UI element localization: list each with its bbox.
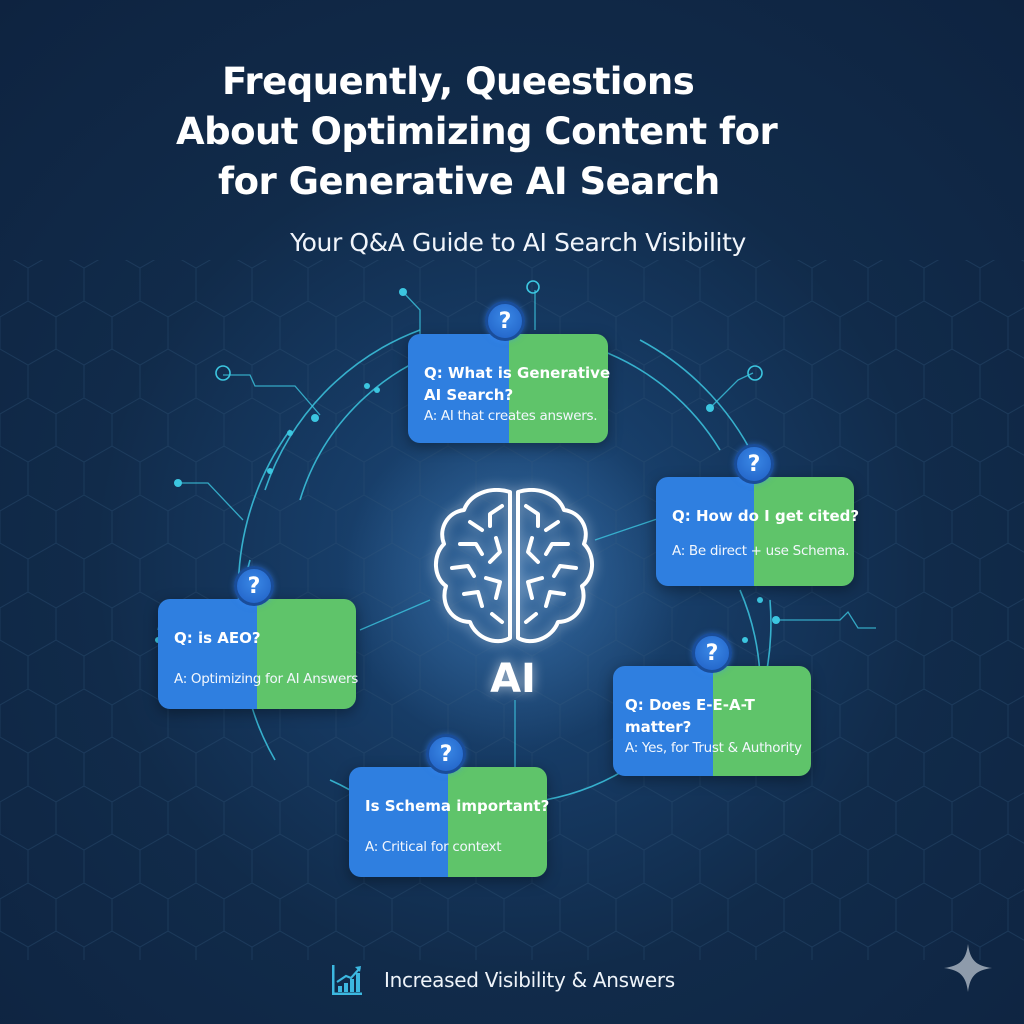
faq-card-eeat[interactable]: Q: Does E-E-A-T matter? A: Yes, for Trus… (613, 633, 811, 776)
question-mark-icon: ? (734, 444, 774, 484)
faq-answer: A: Optimizing for AI Answers (174, 671, 358, 687)
faq-card-schema[interactable]: Is Schema important? A: Critical for con… (349, 734, 550, 877)
subtitle: Your Q&A Guide to AI Search Visibility (290, 228, 746, 257)
question-mark-icon: ? (426, 734, 466, 774)
faq-card-aeo[interactable]: Q: is AEO? A: Optimizing for AI Answers … (158, 566, 358, 709)
faq-answer: A: AI that creates answers. (424, 408, 598, 424)
title-line-3: for Generative AI Search (218, 160, 720, 203)
faq-question: Q: How do I get cited? (672, 507, 860, 525)
footer-text: Increased Visibility & Answers (384, 968, 675, 992)
faq-question: Q: is AEO? (174, 629, 261, 647)
title-line-2: About Optimizing Content for (176, 110, 778, 153)
faq-question: AI Search? (424, 386, 514, 404)
brain-icon (434, 488, 594, 644)
sparkle-icon (944, 944, 992, 992)
title-line-1: Frequently, Queestions (222, 60, 695, 103)
faq-question: matter? (625, 718, 692, 736)
faq-question: Q: What is Generative (424, 364, 611, 382)
faq-answer: A: Be direct + use Schema. (672, 543, 850, 559)
faq-card-get-cited[interactable]: Q: How do I get cited? A: Be direct + us… (656, 444, 860, 586)
question-mark-icon: ? (485, 301, 525, 341)
ai-label: AI (490, 656, 536, 702)
footer: Increased Visibility & Answers (330, 962, 675, 998)
faq-question: Q: Does E-E-A-T (625, 696, 755, 714)
faq-answer: A: Yes, for Trust & Authority (625, 740, 802, 756)
faq-question: Is Schema important? (365, 797, 550, 815)
question-mark-icon: ? (692, 633, 732, 673)
question-mark-icon: ? (234, 566, 274, 606)
faq-card-generative-ai[interactable]: Q: What is Generative AI Search? A: AI t… (408, 301, 611, 443)
chart-growth-icon (332, 965, 362, 995)
faq-answer: A: Critical for context (365, 839, 502, 855)
